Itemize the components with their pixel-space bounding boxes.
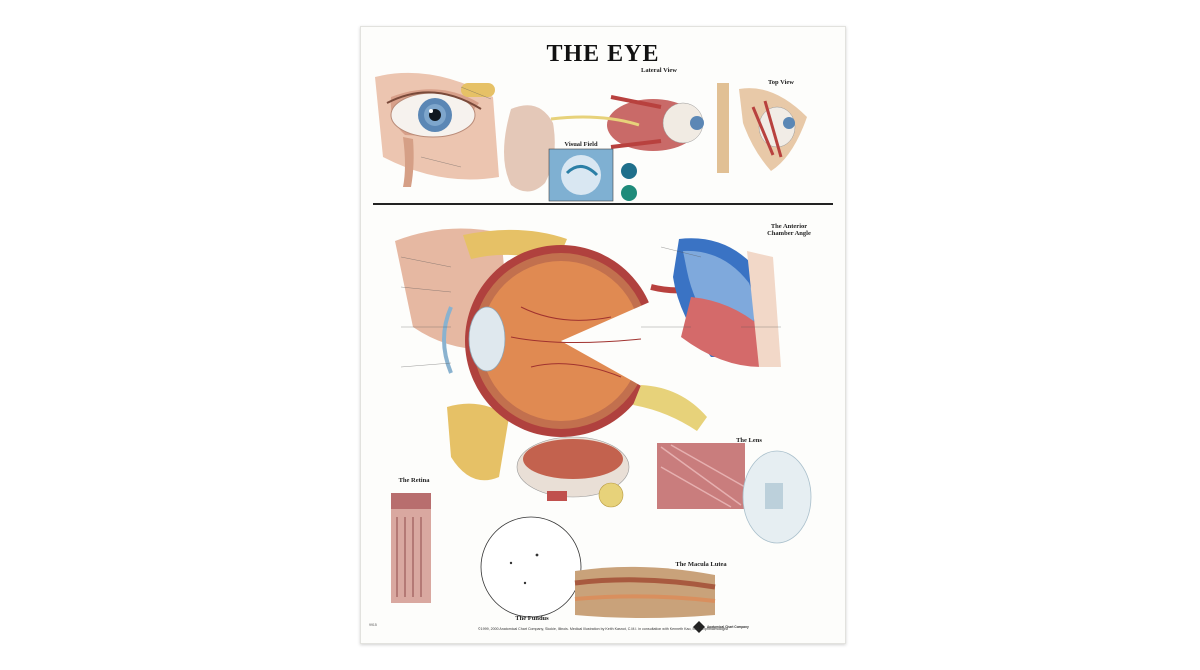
leader-lines [400,86,781,368]
macula-illustration [574,566,716,618]
retina-heading: The Retina [398,477,430,484]
visual-field-inset [548,148,637,202]
anatomy-poster: THE EYE Lateral View Top View Visual Fie… [360,26,846,644]
visual-field-heading: Visual Field [564,141,598,148]
anterior-chamber-angle-illustration [673,238,781,367]
retina-illustration [391,493,431,603]
macula-heading: The Macula Lutea [675,561,727,568]
lateral-view-illustration [504,83,729,192]
poster-illustrations [375,72,812,633]
top-view-heading: Top View [768,79,794,86]
anterior-chamber-heading-line1: The Anterior [770,223,808,230]
fundus-heading: The Fundus [515,615,549,622]
catalog-code: 9915 [369,623,377,627]
lateral-view-heading: Lateral View [641,67,677,74]
sectioned-globe-illustration [516,436,630,508]
top-view-illustration [739,88,807,171]
publisher-name: Anatomical Chart Company [707,625,749,629]
external-eye-illustration [375,72,499,187]
eye-cross-section [395,228,723,481]
publisher-logo [693,621,705,633]
lens-illustration [657,443,812,544]
anterior-chamber-heading-line2: Chamber Angle [767,230,811,237]
section-divider [373,203,833,205]
poster-title: THE EYE [546,41,660,67]
copyright-footer: ©1999, 2000 Anatomical Chart Company, Sk… [477,627,729,631]
fundus-illustration [480,516,582,618]
lens-heading: The Lens [736,437,762,444]
